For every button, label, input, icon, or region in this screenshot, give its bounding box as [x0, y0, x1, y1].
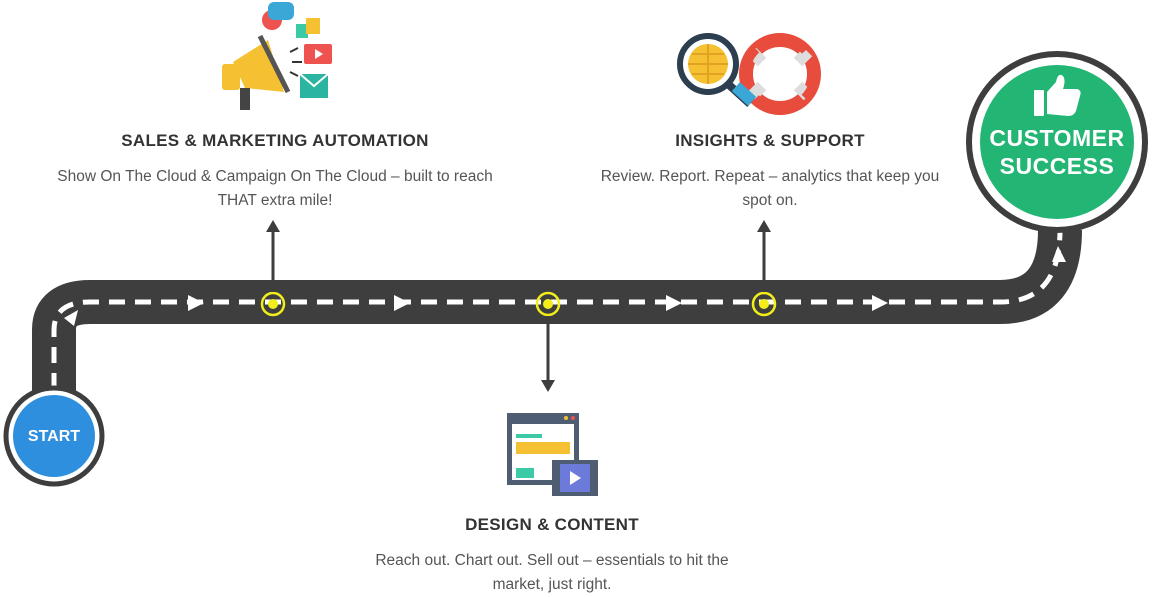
customer-success-badge: [966, 51, 1148, 233]
customer-success-label: CUSTOMER SUCCESS: [972, 124, 1142, 180]
road-center-dashes: [51, 229, 1063, 415]
road-arrows: [64, 246, 1066, 326]
milestone-title: DESIGN & CONTENT: [465, 515, 639, 534]
milestone-description: Review. Report. Repeat – analytics that …: [600, 168, 940, 209]
milestone-title: SALES & MARKETING AUTOMATION: [121, 131, 429, 150]
milestone-marker-insights: [751, 291, 777, 317]
milestone-description: Show On The Cloud & Campaign On The Clou…: [57, 168, 493, 209]
connector-arrow-design: [541, 316, 555, 392]
customer-success-line2: SUCCESS: [999, 153, 1115, 179]
connector-arrow-insights: [757, 220, 771, 292]
connector-arrow-sales: [266, 220, 280, 292]
milestone-sales-marketing: SALES & MARKETING AUTOMATION Show On The…: [40, 131, 510, 213]
road: [32, 229, 1082, 415]
megaphone-icon: [222, 2, 332, 110]
customer-success-line1: CUSTOMER: [989, 125, 1125, 151]
start-badge: [3, 385, 105, 487]
milestone-title: INSIGHTS & SUPPORT: [675, 131, 865, 150]
milestone-description: Reach out. Chart out. Sell out – essenti…: [375, 552, 729, 593]
start-label: START: [27, 428, 81, 445]
milestone-marker-design: [535, 291, 561, 317]
milestone-design-content: DESIGN & CONTENT Reach out. Chart out. S…: [352, 515, 752, 597]
magnifier-lifebuoy-icon: [677, 33, 821, 115]
milestone-marker-sales: [260, 291, 286, 317]
milestone-insights-support: INSIGHTS & SUPPORT Review. Report. Repea…: [590, 131, 950, 213]
thumbs-up-icon: [1034, 74, 1081, 116]
browser-video-icon: [507, 413, 598, 496]
